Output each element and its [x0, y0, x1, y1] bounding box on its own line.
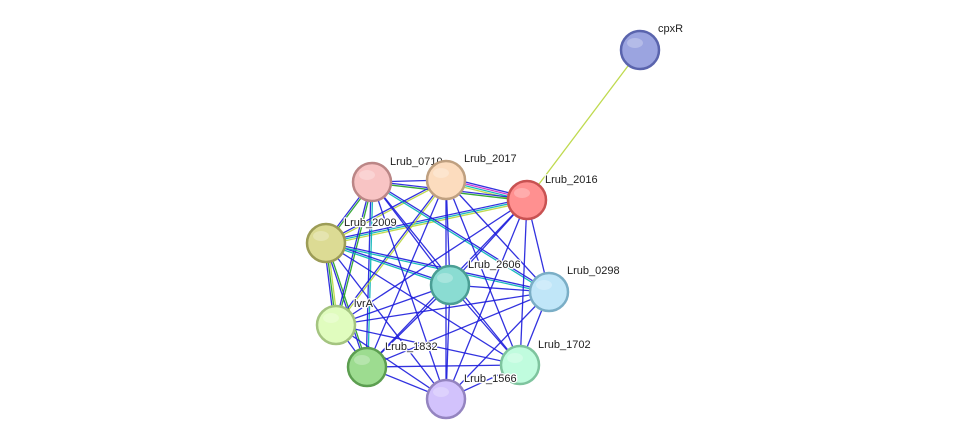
node-Lrub_2017[interactable]: Lrub_2017: [425, 152, 518, 201]
node-circle-Lrub_2009[interactable]: [305, 222, 347, 264]
network-nodes: cpxR Lrub_2016 Lrub_0710 Lrub_2017Lrub_2009…: [305, 22, 684, 420]
node-label-Lrub_1566: Lrub_1566: [464, 373, 517, 385]
node-highlight-Lrub_1832: [354, 355, 370, 365]
edge-Lrub_2009-Lrub_2606-database: [325, 243, 450, 287]
node-Lrub_1702[interactable]: Lrub_1702: [499, 338, 592, 386]
edge-Lrub_0298-Lrub_1566-coexpression: [445, 291, 550, 400]
node-label-Lrub_2017: Lrub_2017: [464, 153, 517, 165]
node-Lrub_1832[interactable]: Lrub_1832: [346, 340, 439, 388]
edge-Lrub_2009-Lrub_2017-textmining: [326, 180, 447, 245]
node-Lrub_2016[interactable]: Lrub_2016: [506, 173, 599, 221]
node-Lrub_0710[interactable]: Lrub_0710: [351, 155, 444, 203]
edge-Lrub_2009-Lrub_2017-coexpression: [325, 178, 446, 243]
node-label-Lrub_0710: Lrub_0710: [390, 156, 443, 168]
edge-Lrub_0710-Lrub_2606-coexpression: [371, 181, 451, 286]
edge-lvrA-Lrub_2017-textmining: [336, 180, 448, 326]
edge-Lrub_0710-Lrub_1566-coexpression: [371, 181, 447, 400]
node-highlight-cpxR: [627, 38, 643, 48]
node-label-Lrub_0298: Lrub_0298: [567, 265, 620, 277]
node-circle-Lrub_1832[interactable]: [346, 346, 388, 388]
node-circle-Lrub_2016[interactable]: [506, 179, 548, 221]
node-highlight-Lrub_2016: [514, 188, 530, 198]
edge-Lrub_2017-Lrub_0298-coexpression: [445, 179, 550, 293]
node-label-Lrub_1832: Lrub_1832: [385, 341, 438, 353]
edge-Lrub_0710-Lrub_0298-coexpression: [372, 180, 550, 292]
node-label-Lrub_1702: Lrub_1702: [538, 339, 591, 351]
node-highlight-Lrub_2606: [437, 273, 453, 283]
edge-Lrub_2009-Lrub_2016-textmining: [326, 201, 528, 246]
node-circle-Lrub_2017[interactable]: [425, 159, 467, 201]
edge-Lrub_2016-Lrub_1702-coexpression: [519, 199, 528, 366]
edge-Lrub_1832-Lrub_2009-coexpression: [324, 243, 367, 368]
edge-Lrub_2009-Lrub_1702-coexpression: [325, 242, 521, 366]
edge-Lrub_1832-Lrub_2009-neighborhood: [326, 242, 369, 367]
node-circle-lvrA[interactable]: [315, 304, 357, 346]
node-highlight-Lrub_0710: [359, 170, 375, 180]
node-highlight-Lrub_0298: [536, 280, 552, 290]
node-label-Lrub_2606: Lrub_2606: [468, 259, 521, 271]
edge-Lrub_2016-lvrA-coexpression: [335, 199, 528, 326]
node-highlight-Lrub_1702: [507, 353, 523, 363]
edge-Lrub_0298-lvrA-coexpression: [335, 291, 550, 326]
edge-Lrub_0298-Lrub_1832-coexpression: [366, 291, 550, 368]
network-edges: [323, 49, 641, 400]
edge-Lrub_2017-Lrub_1832-coexpression: [366, 179, 447, 368]
node-highlight-Lrub_2017: [433, 168, 449, 178]
node-Lrub_1566[interactable]: Lrub_1566: [425, 372, 518, 420]
edge-Lrub_2009-Lrub_2016-coexpression: [325, 197, 527, 242]
node-cpxR[interactable]: cpxR: [619, 22, 684, 71]
edge-Lrub_0710-Lrub_0298-database: [371, 182, 549, 294]
edge-cpxR-Lrub_2016-textmining: [526, 49, 641, 201]
node-label-cpxR: cpxR: [658, 23, 683, 35]
node-label-Lrub_2009: Lrub_2009: [344, 217, 397, 229]
node-highlight-Lrub_1566: [433, 387, 449, 397]
node-lvrA[interactable]: lvrA: [315, 297, 375, 346]
node-Lrub_2606[interactable]: Lrub_2606: [429, 258, 522, 306]
node-circle-Lrub_1566[interactable]: [425, 378, 467, 420]
node-circle-Lrub_2606[interactable]: [429, 264, 471, 306]
node-circle-Lrub_1702[interactable]: [499, 344, 541, 386]
edge-lvrA-Lrub_1566-coexpression: [335, 324, 447, 400]
node-highlight-lvrA: [323, 313, 339, 323]
edge-Lrub_1832-Lrub_0710-database: [367, 182, 374, 368]
node-label-Lrub_2016: Lrub_2016: [545, 174, 598, 186]
node-label-lvrA: lvrA: [354, 298, 374, 310]
edge-Lrub_2009-Lrub_0298-coexpression: [326, 241, 550, 292]
edge-lvrA-Lrub_2017-coexpression: [334, 179, 446, 325]
node-circle-Lrub_0298[interactable]: [528, 271, 570, 313]
node-circle-Lrub_0710[interactable]: [351, 161, 393, 203]
node-circle-cpxR[interactable]: [619, 29, 661, 71]
node-Lrub_2009[interactable]: Lrub_2009: [305, 216, 398, 264]
edge-Lrub_2017-Lrub_1702-coexpression: [445, 179, 521, 366]
edge-Lrub_1832-Lrub_1702-coexpression: [366, 364, 521, 368]
node-Lrub_0298[interactable]: Lrub_0298: [528, 264, 621, 313]
edge-Lrub_1832-Lrub_0710-coexpression: [365, 181, 372, 367]
node-highlight-Lrub_2009: [313, 231, 329, 241]
